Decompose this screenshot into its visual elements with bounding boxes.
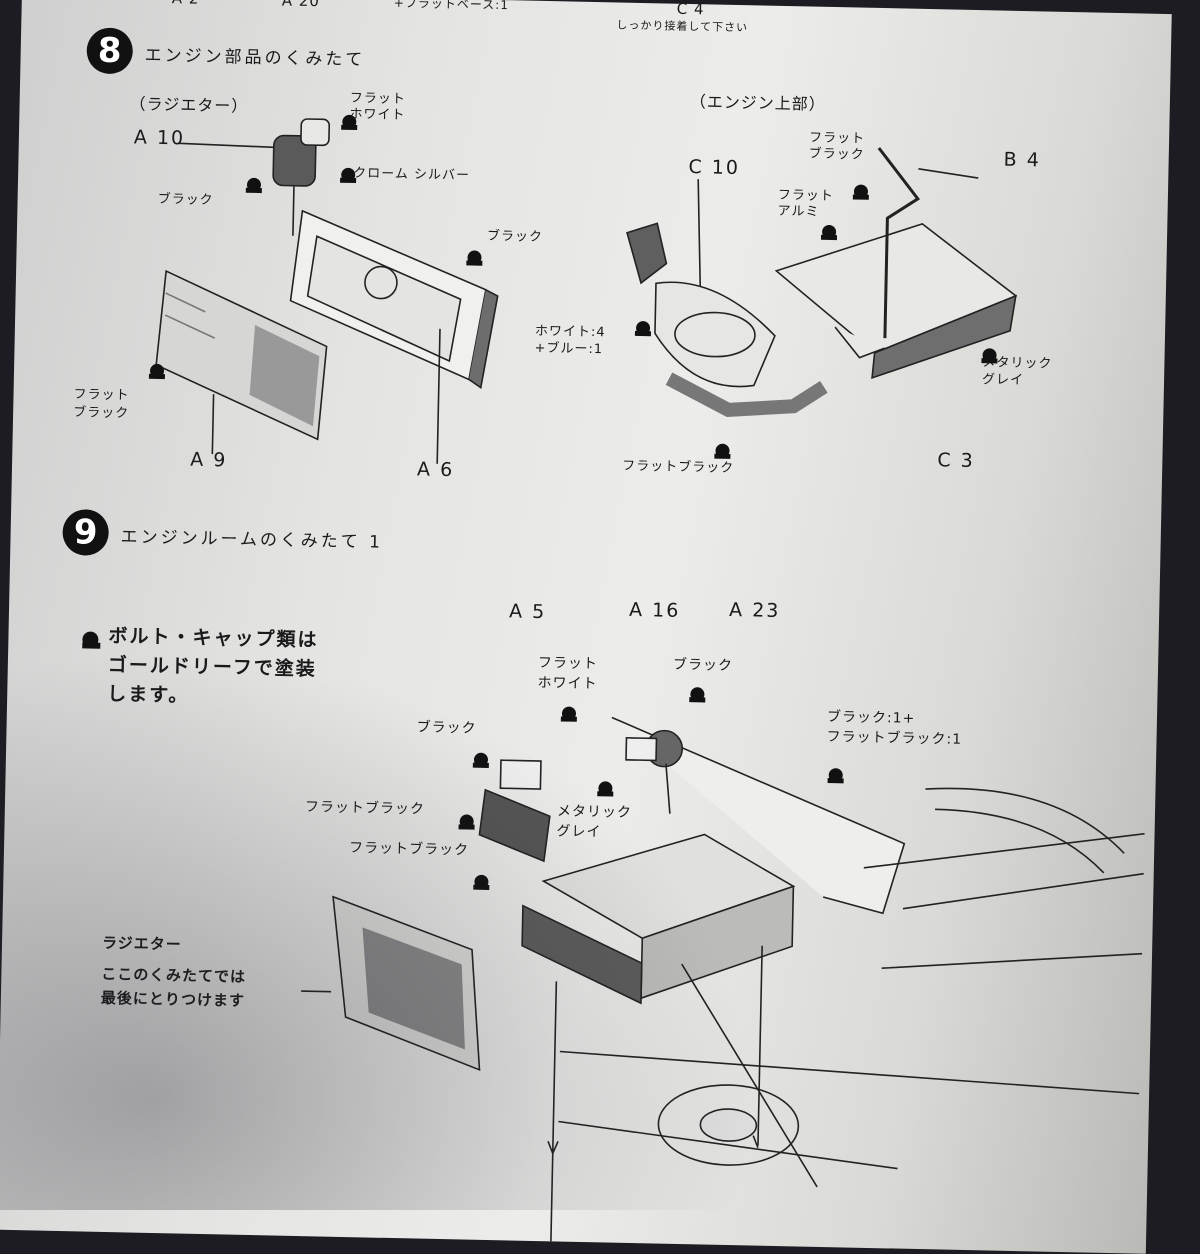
paint-brush-icon [466,250,483,266]
paint-brush-icon [714,443,731,459]
air-cleaner-c10 [626,222,828,417]
paint-brush-icon [981,348,998,364]
paint-brush-icon [148,363,165,380]
paint-brush-icon [245,177,262,194]
pipe-b4 [877,147,921,339]
parts-a16 [625,729,684,768]
paint-brush-icon [341,114,358,131]
paint-brush-icon [852,184,869,200]
radiator-assembly [332,895,481,1072]
instruction-sheet: A 2 A 20 +フラットベース:1 C 4 しっかり接着して下さい 8 エン… [0,0,1172,1254]
paint-brush-icon [634,321,651,337]
assembly-diagrams [82,114,1145,1170]
radiator-core-a9 [155,269,328,441]
radiator-frame-a6 [289,209,499,390]
paint-brush-icon [82,631,101,649]
paint-markers [82,114,998,890]
rocker-cover-c3 [774,223,1018,380]
reservoir-a10 [272,118,331,236]
paint-brush-icon [820,224,838,241]
engine-room-a23 [558,716,1145,1170]
paint-brush-icon [560,706,577,722]
engine-block [521,833,796,1005]
paint-brush-icon [597,781,614,797]
paint-brush-icon [458,814,475,830]
paint-brush-icon [340,167,357,184]
paint-brush-icon [689,687,706,703]
parts-a5 [478,759,551,863]
paint-brush-icon [472,752,489,768]
paint-brush-icon [473,874,490,890]
paint-brush-icon [827,768,844,784]
